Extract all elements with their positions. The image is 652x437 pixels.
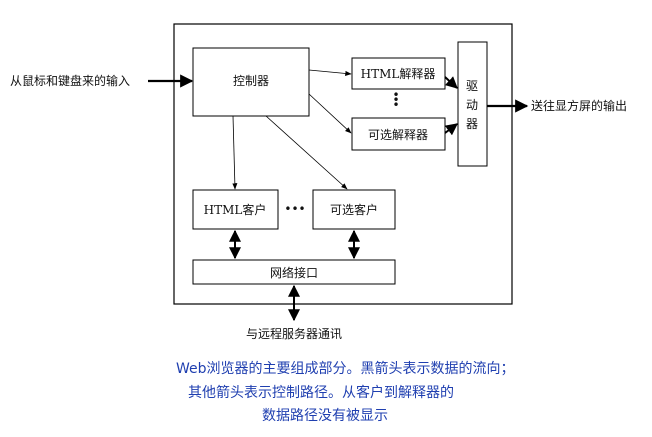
network-label: 与远程服务器通讯: [246, 326, 342, 341]
html-client-label: HTML客户: [204, 202, 267, 217]
driver-label-3: 器: [466, 117, 478, 131]
interpreter-ellipsis-3: •: [392, 98, 399, 112]
optional-client-block: [312, 189, 396, 230]
driver-label-1: 驱: [466, 79, 478, 93]
caption-line-1: Web浏览器的主要组成部分。黑箭头表示数据的流向；: [176, 361, 515, 377]
caption-line-2: 其他箭头表示控制路径。从客户到解释器的: [188, 385, 454, 401]
network-interface-block: [192, 259, 396, 285]
caption-line-3: 数据路径没有被显示: [262, 408, 388, 424]
driver-block: [457, 41, 488, 167]
client-ellipsis: •••: [284, 202, 305, 216]
control-arrow-to-html-client: [232, 115, 238, 190]
optional-interpreter-label: 可选解释器: [368, 128, 428, 142]
output-label: 送往显方屏的输出: [531, 98, 627, 113]
optional-client-label: 可选客户: [330, 202, 378, 217]
controller-block: [192, 47, 310, 117]
interpreter-ellipsis: •: [392, 88, 399, 102]
optional-interpreter-block: [351, 117, 446, 151]
interpreter-ellipsis-2: •: [392, 93, 399, 107]
input-label: 从鼠标和键盘来的输入: [10, 73, 130, 88]
network-interface-label: 网络接口: [270, 265, 318, 280]
html-interpreter-block: [351, 57, 446, 90]
data-arrow-html-interpreter-to-driver: [444, 76, 458, 89]
html-interpreter-label: HTML解释器: [361, 67, 436, 81]
controller-label: 控制器: [233, 74, 269, 88]
control-arrow-to-optional-interpreter: [308, 93, 352, 134]
browser-frame: [173, 23, 513, 305]
data-arrow-optional-interpreter-to-driver: [444, 123, 458, 136]
control-arrow-to-html-interpreter: [308, 69, 352, 77]
control-arrow-to-optional-client: [265, 115, 348, 190]
html-client-block: [192, 189, 279, 230]
driver-label-2: 动: [466, 98, 478, 112]
